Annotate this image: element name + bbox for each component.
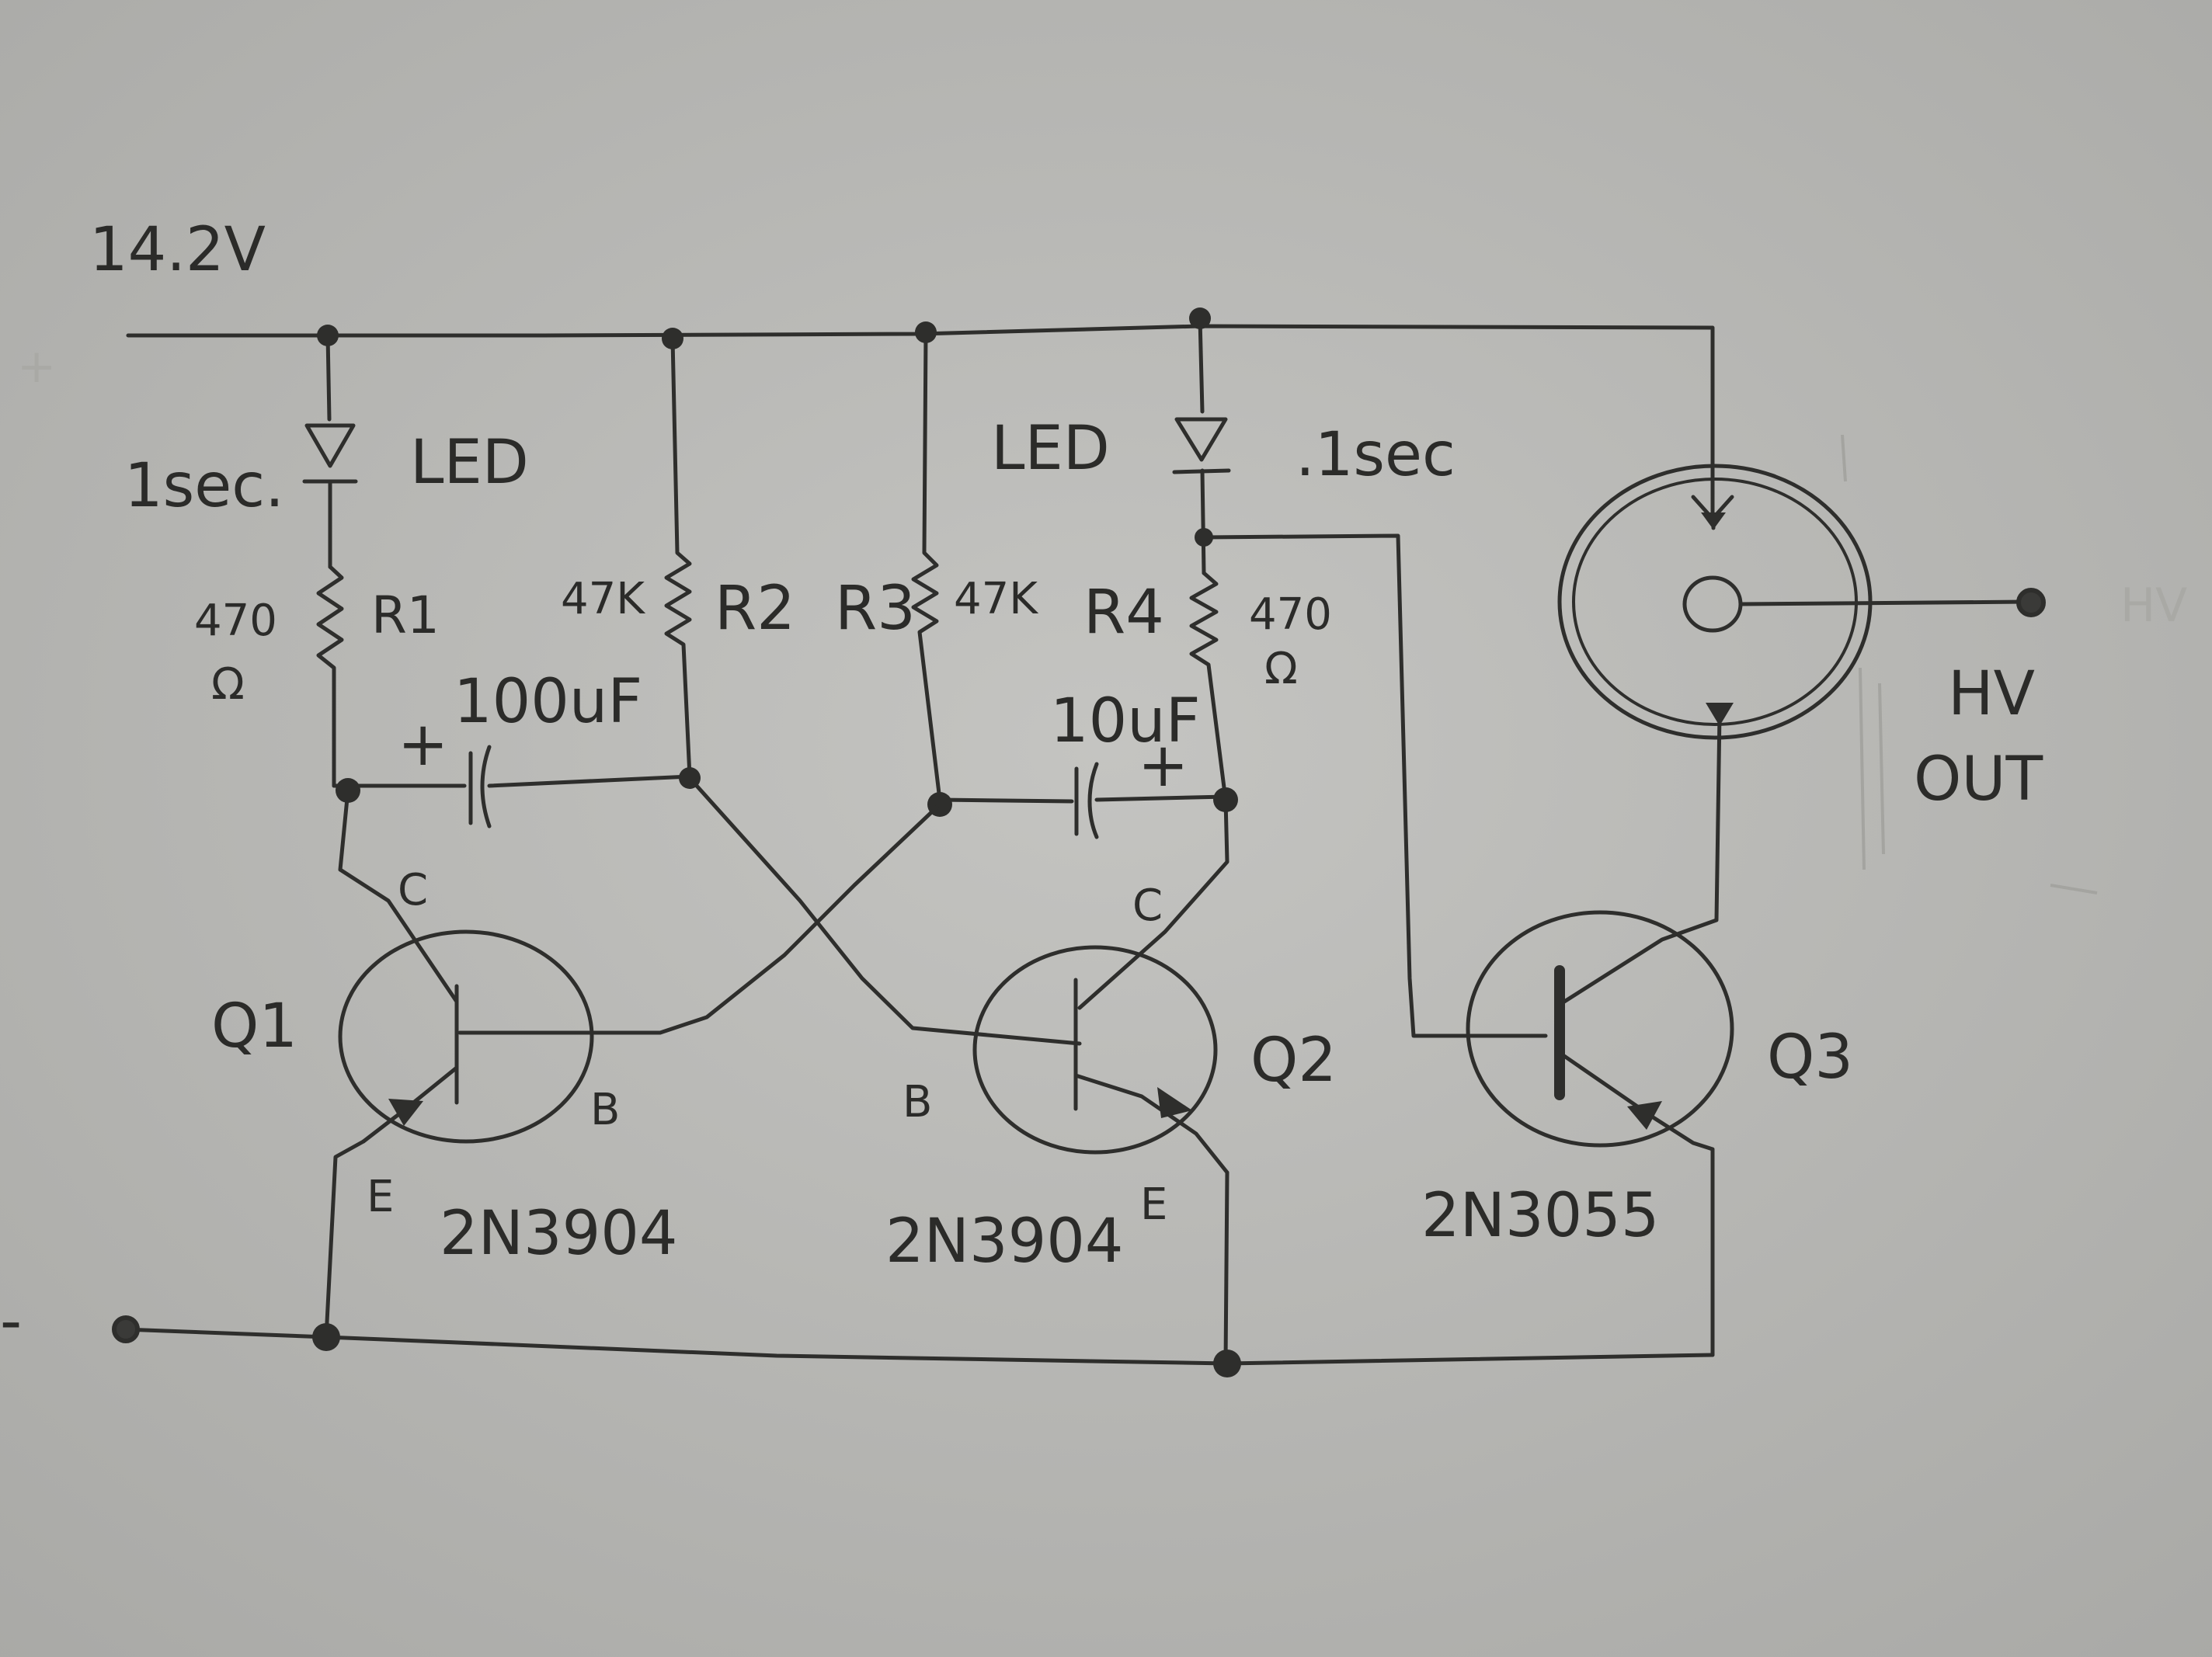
r4-ref: R4 bbox=[1083, 578, 1164, 648]
c2-left-wire bbox=[937, 797, 1074, 804]
r1-resistor bbox=[316, 564, 344, 788]
r3-value: 47K bbox=[954, 574, 1038, 624]
c1-plate-right bbox=[480, 745, 492, 828]
q2-base-feed-wire bbox=[687, 776, 1082, 1046]
r2-ref: R2 bbox=[715, 574, 795, 644]
led1-label: LED bbox=[410, 428, 529, 498]
positive-supply-rail bbox=[126, 324, 1715, 515]
supply-plus-sign: + bbox=[17, 339, 56, 394]
c1-polarity: + bbox=[398, 710, 448, 780]
supply-minus-sign: - bbox=[0, 1287, 22, 1357]
q2-ref: Q2 bbox=[1250, 1026, 1337, 1096]
q2-transistor bbox=[972, 797, 1229, 1175]
q1-pin-b: B bbox=[590, 1085, 620, 1135]
q2-part: 2N3904 bbox=[885, 1207, 1123, 1277]
led1-timing-label: 1sec. bbox=[124, 451, 284, 521]
q2-pin-b: B bbox=[903, 1077, 932, 1127]
q3-base-drive-wire bbox=[1202, 533, 1548, 1038]
q1-pin-e: E bbox=[367, 1172, 394, 1222]
q2-pin-c: C bbox=[1132, 881, 1163, 931]
junction-dot bbox=[312, 1323, 340, 1351]
hv-output-label-line2: OUT bbox=[1914, 745, 2043, 815]
r2-resistor bbox=[664, 336, 692, 779]
led2-lower-wire bbox=[1200, 468, 1206, 575]
r1-value: 470 bbox=[194, 596, 277, 646]
q3-part: 2N3055 bbox=[1421, 1181, 1659, 1251]
c1-value: 100uF bbox=[454, 667, 642, 737]
c2-right-wire bbox=[1094, 794, 1228, 802]
c1-right-wire bbox=[487, 774, 692, 788]
c2-value: 10uF bbox=[1050, 686, 1201, 756]
q1-base-feed-wire bbox=[457, 802, 942, 1035]
led2-label: LED bbox=[991, 414, 1110, 484]
r1-ref: R1 bbox=[371, 585, 440, 645]
q1-ref: Q1 bbox=[211, 992, 297, 1061]
r1-ohm: Ω bbox=[211, 659, 245, 710]
c2-polarity: + bbox=[1138, 731, 1188, 801]
hv-output-label-line1: HV bbox=[1948, 659, 2035, 729]
r4-resistor bbox=[1189, 571, 1228, 802]
r4-value: 470 bbox=[1249, 589, 1332, 640]
r2-value: 47K bbox=[561, 574, 645, 624]
r4-ohm: Ω bbox=[1264, 644, 1298, 694]
hv-edge-faint-label: HV bbox=[2120, 578, 2187, 633]
ghost-marks bbox=[1841, 434, 2098, 895]
q1-part: 2N3904 bbox=[440, 1199, 677, 1269]
ground-input-terminal bbox=[112, 1315, 140, 1343]
hv-output-terminal bbox=[2016, 588, 2046, 617]
ground-rail bbox=[122, 1327, 1715, 1366]
junction-dot bbox=[1213, 1350, 1241, 1377]
led1-upper-wire bbox=[325, 333, 332, 422]
r3-ref: R3 bbox=[835, 574, 916, 644]
hv-output-wire bbox=[1739, 599, 2029, 606]
c2-plate-right bbox=[1087, 762, 1099, 839]
q1-pin-c: C bbox=[398, 865, 428, 915]
q2-emitter-ground-wire bbox=[1223, 1170, 1229, 1366]
led2-upper-wire bbox=[1198, 316, 1205, 414]
supply-voltage-label: 14.2V bbox=[89, 215, 266, 285]
q3-ref: Q3 bbox=[1767, 1023, 1853, 1093]
q2-pin-e: E bbox=[1140, 1179, 1167, 1230]
q3-transistor bbox=[1466, 712, 1734, 1357]
q1-transistor bbox=[338, 788, 594, 1144]
q1-emitter-ground-wire bbox=[324, 1139, 366, 1339]
led2-timing-label: .1sec bbox=[1296, 420, 1456, 490]
r3-resistor bbox=[911, 330, 942, 802]
